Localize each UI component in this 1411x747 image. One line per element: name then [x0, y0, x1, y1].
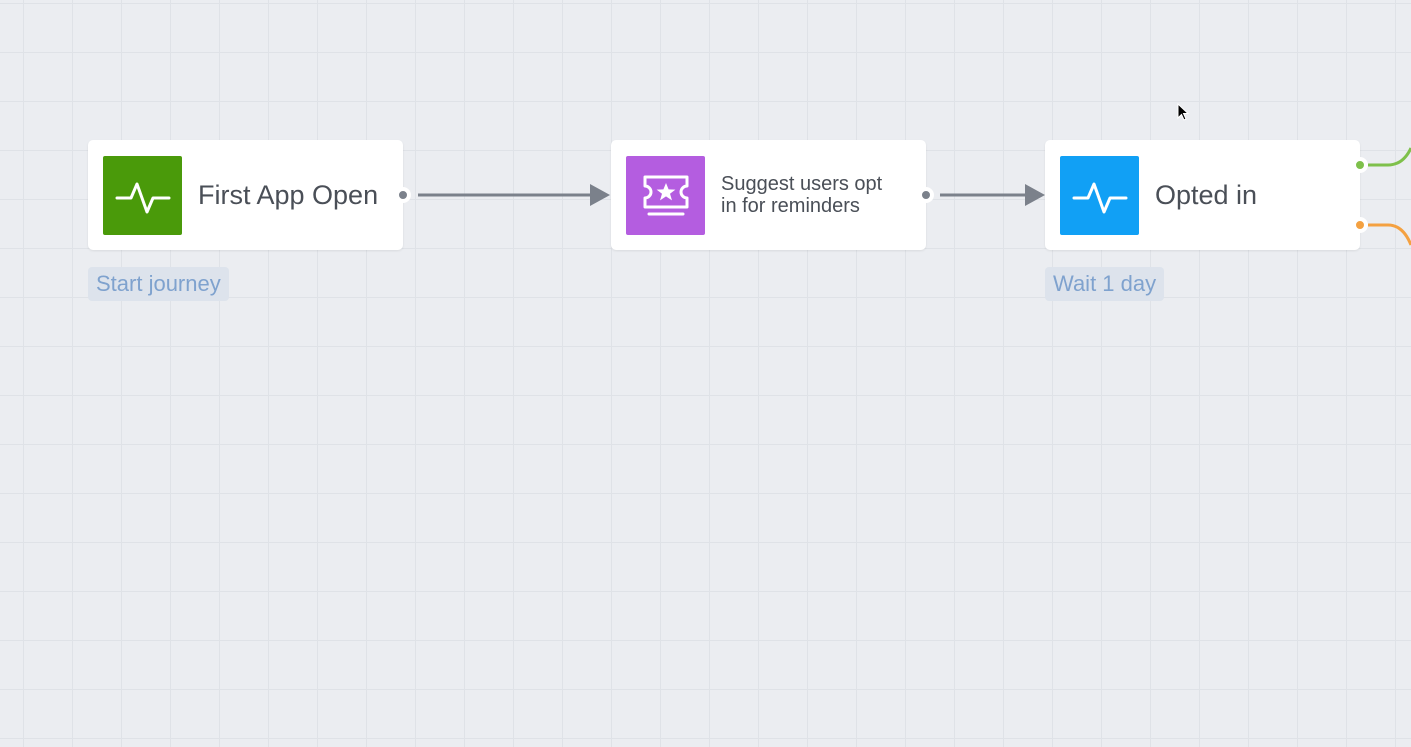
- node-opted-in[interactable]: Opted in: [1045, 140, 1360, 250]
- node-output-port[interactable]: [918, 187, 934, 203]
- edge-yes-branch[interactable]: [1368, 147, 1411, 167]
- no-output-port[interactable]: [1352, 217, 1368, 233]
- ticket-star-icon: [626, 156, 705, 235]
- arrowhead-icon: [590, 184, 610, 206]
- node-badge: Wait 1 day: [1045, 267, 1165, 301]
- node-suggest-opt-in[interactable]: Suggest users opt in for reminders: [611, 140, 926, 250]
- node-output-port[interactable]: [395, 187, 411, 203]
- pulse-icon: [103, 156, 182, 235]
- pulse-icon: [1060, 156, 1139, 235]
- node-title: First App Open: [198, 179, 379, 210]
- arrowhead-icon: [1025, 184, 1045, 206]
- node-title: Suggest users opt in for reminders: [721, 173, 883, 217]
- yes-output-port[interactable]: [1352, 157, 1368, 173]
- edge-no-branch[interactable]: [1368, 223, 1411, 246]
- node-title: Opted in: [1155, 179, 1258, 210]
- mouse-cursor-icon: [1177, 103, 1190, 121]
- node-badge: Start journey: [88, 267, 229, 301]
- node-first-app-open[interactable]: First App Open: [88, 140, 403, 250]
